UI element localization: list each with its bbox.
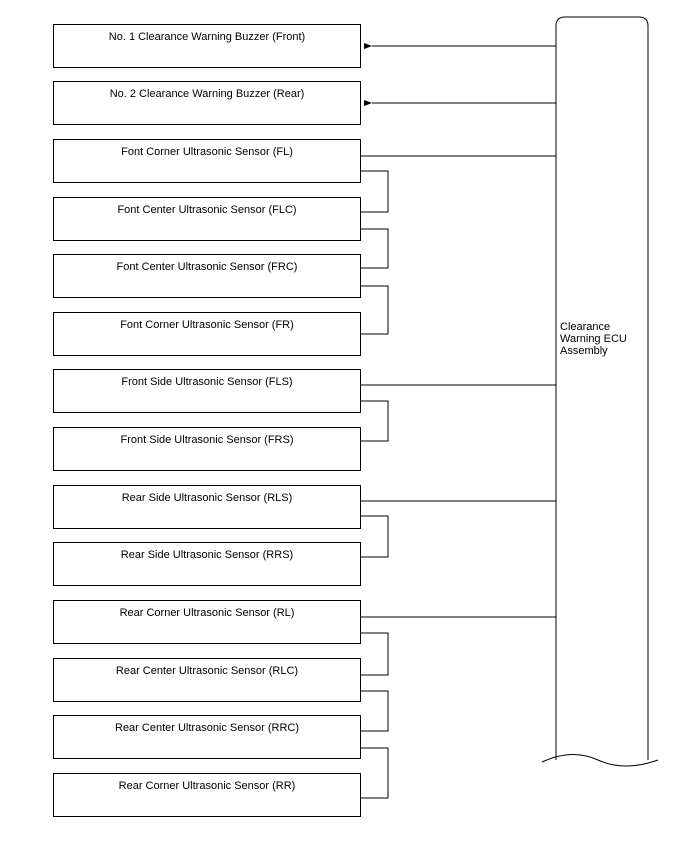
component-box-sensor-rrs: Rear Side Ultrasonic Sensor (RRS)	[53, 542, 361, 586]
component-box-sensor-fr: Font Corner Ultrasonic Sensor (FR)	[53, 312, 361, 356]
component-label: Rear Side Ultrasonic Sensor (RRS)	[120, 549, 294, 561]
component-box-sensor-rrc: Rear Center Ultrasonic Sensor (RRC)	[53, 715, 361, 759]
chain-flc-frc	[361, 228, 389, 269]
component-label: Font Center Ultrasonic Sensor (FLC)	[117, 204, 297, 216]
component-label: Font Center Ultrasonic Sensor (FRC)	[116, 261, 298, 273]
component-label: Front Side Ultrasonic Sensor (FLS)	[121, 376, 293, 388]
component-label: Rear Corner Ultrasonic Sensor (RR)	[118, 780, 296, 792]
component-label: No. 2 Clearance Warning Buzzer (Rear)	[109, 88, 305, 100]
component-box-sensor-flc: Font Center Ultrasonic Sensor (FLC)	[53, 197, 361, 241]
component-label: No. 1 Clearance Warning Buzzer (Front)	[108, 31, 306, 43]
component-box-buzzer-front: No. 1 Clearance Warning Buzzer (Front)	[53, 24, 361, 68]
chain-frc-fr	[361, 285, 389, 335]
component-box-sensor-rr: Rear Corner Ultrasonic Sensor (RR)	[53, 773, 361, 817]
ecu-label-line: Clearance	[560, 321, 611, 333]
ecu-assembly-label: Clearance Warning ECU Assembly	[560, 321, 650, 357]
chain-fl-flc	[361, 170, 389, 213]
component-box-sensor-frc: Font Center Ultrasonic Sensor (FRC)	[53, 254, 361, 298]
component-box-sensor-fls: Front Side Ultrasonic Sensor (FLS)	[53, 369, 361, 413]
component-label: Rear Side Ultrasonic Sensor (RLS)	[121, 492, 293, 504]
ecu-label-line: Assembly	[560, 345, 608, 357]
component-box-sensor-rlc: Rear Center Ultrasonic Sensor (RLC)	[53, 658, 361, 702]
chain-rl-rlc	[361, 632, 389, 676]
component-box-sensor-frs: Front Side Ultrasonic Sensor (FRS)	[53, 427, 361, 471]
ecu-break-wave	[541, 754, 659, 767]
chain-rrc-rr	[361, 747, 389, 799]
ecu-assembly-outline	[555, 16, 649, 760]
ecu-label-line: Warning ECU	[560, 333, 627, 345]
component-label: Rear Center Ultrasonic Sensor (RLC)	[115, 665, 299, 677]
component-box-buzzer-rear: No. 2 Clearance Warning Buzzer (Rear)	[53, 81, 361, 125]
chain-fls-frs	[361, 400, 389, 442]
chain-rlc-rrc	[361, 690, 389, 732]
component-label: Font Corner Ultrasonic Sensor (FL)	[121, 146, 293, 158]
component-label: Rear Center Ultrasonic Sensor (RRC)	[115, 722, 299, 734]
component-label: Front Side Ultrasonic Sensor (FRS)	[120, 434, 294, 446]
component-box-sensor-rls: Rear Side Ultrasonic Sensor (RLS)	[53, 485, 361, 529]
component-label: Font Corner Ultrasonic Sensor (FR)	[120, 319, 294, 331]
chain-rls-rrs	[361, 515, 389, 558]
component-label: Rear Corner Ultrasonic Sensor (RL)	[119, 607, 295, 619]
component-box-sensor-rl: Rear Corner Ultrasonic Sensor (RL)	[53, 600, 361, 644]
component-box-sensor-fl: Font Corner Ultrasonic Sensor (FL)	[53, 139, 361, 183]
